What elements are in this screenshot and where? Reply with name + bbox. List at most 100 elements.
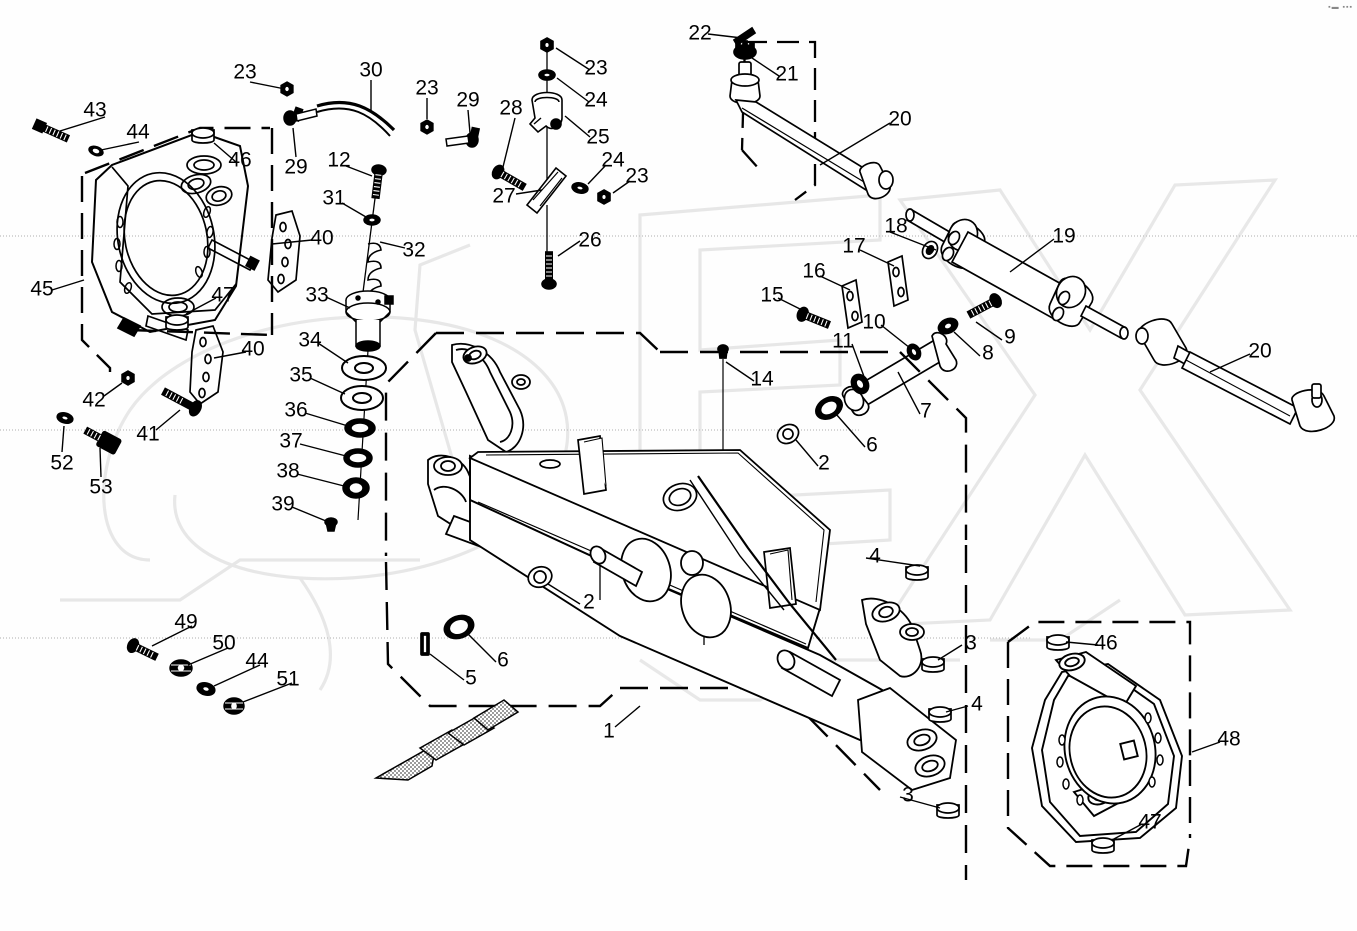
callout-18: 18 [884, 214, 908, 238]
callout-7: 7 [920, 399, 932, 423]
callout-44: 44 [245, 649, 269, 673]
callout-24: 24 [601, 148, 625, 172]
leader-lines [51, 33, 1251, 841]
callout-2: 2 [818, 451, 830, 475]
light-guide-lines [0, 235, 1357, 639]
washer-8 [937, 317, 959, 335]
bolt-26 [541, 251, 557, 290]
callout-28: 28 [499, 96, 523, 120]
callout-5: 5 [465, 666, 477, 690]
callout-4: 4 [869, 544, 881, 568]
callout-45: 45 [30, 277, 54, 301]
callout-49: 49 [174, 610, 198, 634]
callout-44: 44 [126, 120, 150, 144]
callout-27: 27 [492, 184, 516, 208]
bushing-46-right [1046, 634, 1070, 651]
washer-24-a [538, 69, 556, 81]
lower-left-fasteners [126, 638, 245, 715]
bolt-41 [161, 387, 202, 417]
nut-42 [121, 370, 135, 386]
callout-21: 21 [775, 62, 799, 86]
callout-51: 51 [276, 667, 300, 691]
callout-48: 48 [1217, 727, 1241, 751]
main-axle-housing-1 [384, 331, 968, 880]
right-housing-48 [1006, 620, 1192, 868]
callout-1: 1 [603, 719, 615, 743]
callout-50: 50 [212, 631, 236, 655]
bushing-4-b [928, 706, 952, 723]
callout-35: 35 [289, 363, 313, 387]
corner-mark: ▪▬ ▪▪▪ [1328, 4, 1353, 11]
ring-38 [342, 477, 370, 499]
nut-51 [223, 697, 245, 715]
callout-12: 12 [327, 148, 351, 172]
plug-14 [717, 344, 729, 451]
bushing-3-b [936, 802, 960, 819]
callout-14: 14 [750, 367, 774, 391]
hinge-plate-40-lower [189, 325, 224, 406]
drag-link-20-upper [729, 26, 894, 201]
tube-30 [316, 100, 396, 137]
callout-2: 2 [583, 590, 595, 614]
callout-29: 29 [456, 88, 480, 112]
nut-50 [169, 659, 193, 677]
drag-link-20-lower [1135, 318, 1335, 433]
ring-6-left [443, 614, 475, 640]
grease-fitting-29-left [283, 106, 318, 126]
nut-23-c [540, 37, 554, 53]
callout-38: 38 [276, 459, 300, 483]
callout-8: 8 [982, 341, 994, 365]
castle-nut-21 [733, 40, 757, 60]
callout-31: 31 [322, 186, 346, 210]
bushing-2-left [527, 565, 553, 589]
bolt-49 [126, 638, 159, 661]
callout-37: 37 [279, 429, 303, 453]
callout-39: 39 [271, 492, 295, 516]
callout-47: 47 [1138, 810, 1162, 834]
callout-20: 20 [888, 107, 912, 131]
left-housing-bushings [165, 127, 215, 331]
callout-33: 33 [305, 283, 329, 307]
nut-23-d [597, 189, 611, 205]
washer-31 [363, 214, 381, 226]
pin-5 [420, 632, 430, 656]
callout-47: 47 [211, 283, 235, 307]
bolt-9 [966, 293, 1003, 319]
callout-22: 22 [688, 21, 712, 45]
callout-40: 40 [241, 337, 265, 361]
callout-20: 20 [1248, 339, 1272, 363]
callout-11: 11 [832, 329, 854, 353]
bolt-43 [31, 118, 71, 143]
callout-24: 24 [584, 88, 608, 112]
bushing-3-a [921, 656, 945, 673]
callout-53: 53 [89, 475, 113, 499]
callout-15: 15 [760, 283, 784, 307]
bearing-35 [340, 385, 384, 411]
callout-23: 23 [625, 164, 649, 188]
washer-52 [55, 410, 75, 426]
callout-46: 46 [1094, 631, 1118, 655]
bushing-47-right [1091, 837, 1115, 854]
callout-30: 30 [359, 58, 383, 82]
bushing-46-left [191, 127, 215, 144]
callout-4: 4 [971, 692, 983, 716]
callout-40: 40 [310, 226, 334, 250]
callout-10: 10 [862, 310, 886, 334]
callout-34: 34 [298, 328, 322, 352]
bushing-4-a [905, 564, 929, 581]
ring-6-right [815, 396, 843, 420]
callout-29: 29 [284, 155, 308, 179]
kingpin-33 [345, 290, 394, 352]
seal-37 [343, 448, 373, 468]
bearing-34 [341, 355, 387, 381]
grease-fitting-29-right [445, 126, 481, 148]
hinge-plate-40-upper [267, 209, 301, 294]
callout-6: 6 [497, 648, 509, 672]
nut-23-b [420, 119, 434, 135]
callout-3: 3 [902, 783, 914, 807]
callout-42: 42 [82, 388, 106, 412]
lower-housing-hardware [420, 344, 960, 819]
pin-10 [906, 343, 922, 361]
callout-52: 52 [50, 451, 74, 475]
